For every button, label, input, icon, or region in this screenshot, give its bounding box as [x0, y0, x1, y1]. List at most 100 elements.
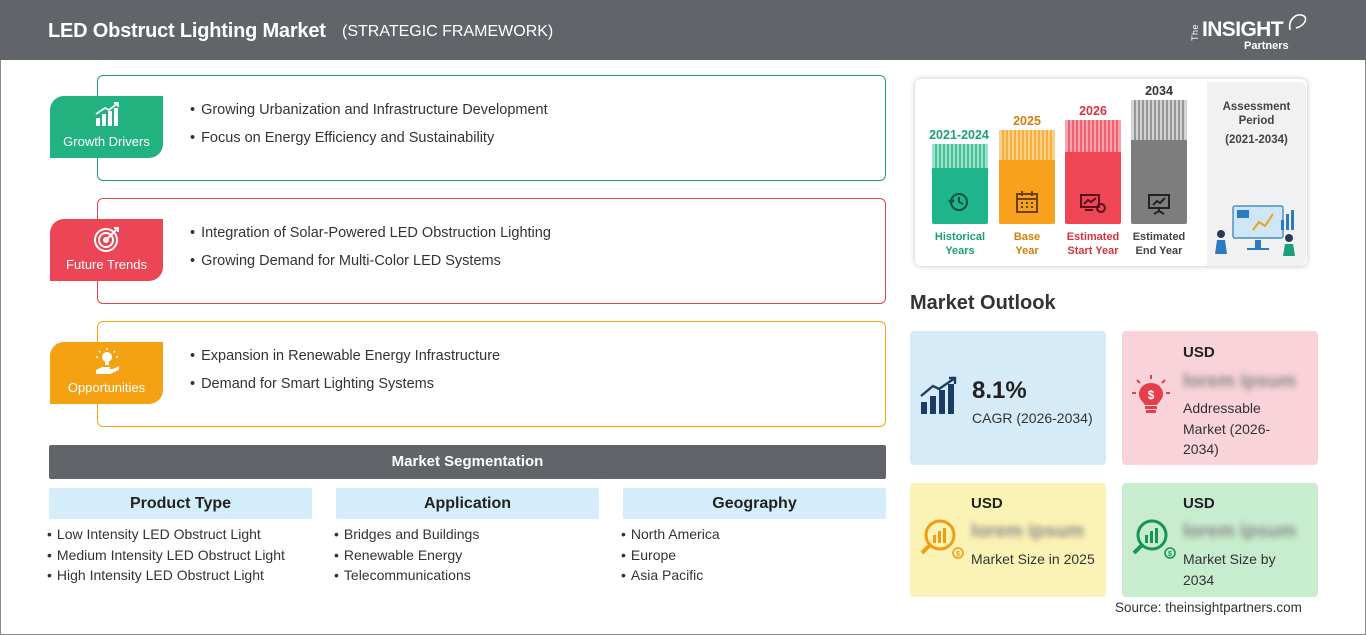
- list-item: Focus on Energy Efficiency and Sustainab…: [190, 124, 548, 152]
- market-size-2025-card: $ USD lorem ipsum Market Size in 2025: [910, 483, 1106, 597]
- lightbulb-hand-icon: [50, 348, 163, 379]
- cagr-card: 8.1% CAGR (2026-2034): [910, 331, 1106, 465]
- header-bar: LED Obstruct Lighting Market (STRATEGIC …: [0, 0, 1366, 60]
- label-line: Base: [1013, 231, 1041, 243]
- opportunities-list: Expansion in Renewable Energy Infrastruc…: [190, 342, 500, 398]
- timeline-year-end: 2034: [1145, 84, 1173, 98]
- addressable-market-card: $ USD lorem ipsum Addressable Market (20…: [1122, 331, 1318, 465]
- timeline-bar-end: [1131, 100, 1187, 224]
- analytics-illustration-icon: [1211, 200, 1299, 261]
- list-item: Renewable Energy: [334, 545, 479, 566]
- list-item: Low Intensity LED Obstruct Light: [47, 524, 285, 545]
- list-item: Expansion in Renewable Energy Infrastruc…: [190, 342, 500, 370]
- application-list: Bridges and Buildings Renewable Energy T…: [334, 524, 479, 586]
- market-outlook-title: Market Outlook: [910, 292, 1056, 314]
- segment-heading-application: Application: [336, 488, 599, 519]
- label-line: Start Year: [1067, 245, 1119, 257]
- market-size-2025-value: lorem ipsum: [971, 521, 1084, 542]
- list-item: Integration of Solar-Powered LED Obstruc…: [190, 219, 551, 247]
- magnifier-chart-icon: $: [1130, 515, 1176, 566]
- logo-swoosh-icon: [1288, 14, 1307, 31]
- logo-the: The: [1190, 24, 1200, 42]
- future-trends-badge: Future Trends: [50, 219, 163, 281]
- addressable-market-currency: USD: [1183, 344, 1215, 361]
- market-size-2034-value: lorem ipsum: [1183, 521, 1296, 542]
- list-item: Growing Urbanization and Infrastructure …: [190, 96, 548, 124]
- market-size-2034-card: $ USD lorem ipsum Market Size by 2034: [1122, 483, 1318, 597]
- target-icon: [50, 225, 163, 256]
- growth-drivers-box: Growing Urbanization and Infrastructure …: [97, 75, 886, 181]
- stripe-pattern: [1131, 100, 1187, 140]
- market-size-2034-label: Market Size by 2034: [1183, 551, 1276, 588]
- stripe-pattern: [932, 144, 988, 168]
- timeline-bar-start: [1065, 120, 1121, 224]
- market-segmentation-title: Market Segmentation: [49, 445, 886, 479]
- logo-partners: Partners: [1244, 40, 1289, 52]
- future-trends-list: Integration of Solar-Powered LED Obstruc…: [190, 219, 551, 275]
- svg-text:$: $: [956, 551, 960, 558]
- list-item: Bridges and Buildings: [334, 524, 479, 545]
- timeline-bar-base: [999, 130, 1055, 224]
- geography-list: North America Europe Asia Pacific: [621, 524, 720, 586]
- growth-chart-icon: [919, 376, 961, 421]
- presentation-icon: [1146, 192, 1172, 221]
- label-line: Estimated: [1066, 231, 1120, 243]
- list-item: North America: [621, 524, 720, 545]
- badge-label: Opportunities: [67, 380, 146, 395]
- cagr-value: 8.1%: [972, 377, 1027, 404]
- calendar-icon: [1014, 190, 1040, 219]
- timeline-year-start: 2026: [1079, 104, 1107, 118]
- timeline-year-base: 2025: [1013, 114, 1041, 128]
- market-size-2025-currency: USD: [971, 495, 1003, 512]
- market-size-2025-label: Market Size in 2025: [971, 551, 1095, 567]
- stripe-pattern: [1065, 120, 1121, 152]
- segment-heading-product-type: Product Type: [49, 488, 312, 519]
- dollar-bulb-icon: $: [1132, 375, 1170, 422]
- list-item: High Intensity LED Obstruct Light: [47, 565, 285, 586]
- growth-drivers-list: Growing Urbanization and Infrastructure …: [190, 96, 548, 152]
- chart-start-icon: [1079, 190, 1107, 219]
- history-icon: [946, 190, 972, 219]
- timeline-label-base: Base Year: [999, 230, 1055, 258]
- list-item: Demand for Smart Lighting Systems: [190, 370, 500, 398]
- label-line: Year: [1015, 245, 1039, 257]
- opportunities-badge: Opportunities: [50, 342, 163, 404]
- timeline-bar-historical: [932, 144, 988, 224]
- market-size-2034-currency: USD: [1183, 495, 1215, 512]
- assessment-period-panel: Assessment Period (2021-2034): [1207, 82, 1306, 266]
- badge-label: Future Trends: [66, 257, 147, 272]
- cagr-label: CAGR (2026-2034): [972, 410, 1093, 426]
- list-item: Telecommunications: [334, 565, 479, 586]
- growth-drivers-badge: Growth Drivers: [50, 96, 163, 158]
- label-line: End Year: [1135, 245, 1183, 257]
- label-line: Years: [945, 245, 975, 257]
- list-item: Asia Pacific: [621, 565, 720, 586]
- timeline-label-start: Estimated Start Year: [1060, 230, 1126, 258]
- growth-chart-icon: [50, 102, 163, 131]
- list-item: Medium Intensity LED Obstruct Light: [47, 545, 285, 566]
- logo-insight: INSIGHT: [1202, 18, 1284, 41]
- source-note: Source: theinsightpartners.com: [1115, 600, 1302, 615]
- opportunities-box: Expansion in Renewable Energy Infrastruc…: [97, 321, 886, 427]
- badge-label: Growth Drivers: [63, 134, 150, 149]
- product-type-list: Low Intensity LED Obstruct Light Medium …: [47, 524, 285, 586]
- addressable-market-label: Addressable Market (2026-2034): [1183, 400, 1271, 457]
- future-trends-box: Integration of Solar-Powered LED Obstruc…: [97, 198, 886, 304]
- magnifier-chart-icon: $: [918, 515, 964, 566]
- page-subtitle: (STRATEGIC FRAMEWORK): [342, 23, 554, 40]
- svg-text:$: $: [1148, 388, 1155, 402]
- list-item: Europe: [621, 545, 720, 566]
- page-title: LED Obstruct Lighting Market: [48, 20, 326, 42]
- list-item: Growing Demand for Multi-Color LED Syste…: [190, 247, 551, 275]
- segment-heading-geography: Geography: [623, 488, 886, 519]
- assessment-period-title: Assessment Period: [1222, 101, 1291, 127]
- label-line: Estimated: [1132, 231, 1186, 243]
- addressable-market-value: lorem ipsum: [1183, 371, 1296, 392]
- timeline-label-end: Estimated End Year: [1127, 230, 1191, 258]
- assessment-period-range: (2021-2034): [1225, 134, 1288, 146]
- insight-partners-logo[interactable]: The INSIGHT Partners: [1190, 10, 1320, 54]
- svg-text:$: $: [1168, 551, 1172, 558]
- label-line: Historical: [934, 231, 986, 243]
- timeline-label-historical: Historical Years: [925, 230, 995, 258]
- stripe-pattern: [999, 130, 1055, 160]
